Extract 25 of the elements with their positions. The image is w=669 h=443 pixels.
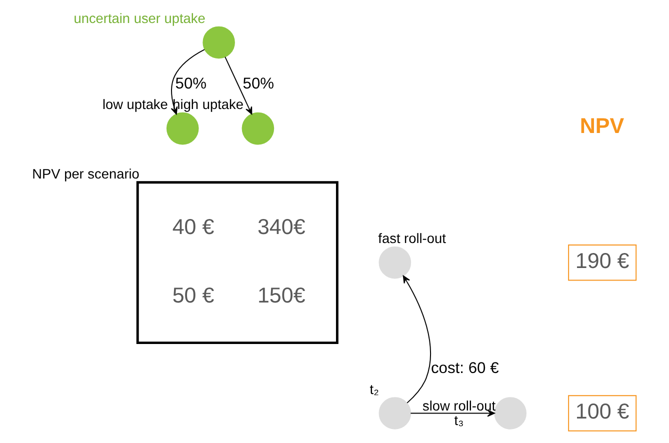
node-label: fast roll-out [378,231,446,246]
arrow [224,56,252,115]
node-circle [494,397,526,430]
node-box: 190 € [568,244,636,281]
label: NPV [579,114,624,138]
node-box: 40 € 340€ 50 € 150€ [136,181,338,344]
node-circle [378,246,411,279]
edge-label: 50% [174,75,206,92]
node-circle [202,26,234,59]
node-label: NPV per scenario [32,166,139,182]
edge-label: 50% [242,75,274,92]
node-label: low uptake [102,97,168,112]
node-label: t₂ [369,382,378,397]
node-box: 100 € [568,395,636,432]
arrow [170,49,204,115]
node-label: slow roll-out [422,398,496,414]
node-circle [166,112,198,145]
node-circle [241,112,274,145]
arrow [410,410,494,417]
node-label: uncertain user uptake [73,11,205,26]
node-label: t₃ [454,413,464,428]
arrow [402,275,431,404]
node-label: high uptake [172,97,243,112]
node-circle [378,397,411,430]
edge-label: cost: 60 € [430,360,498,377]
